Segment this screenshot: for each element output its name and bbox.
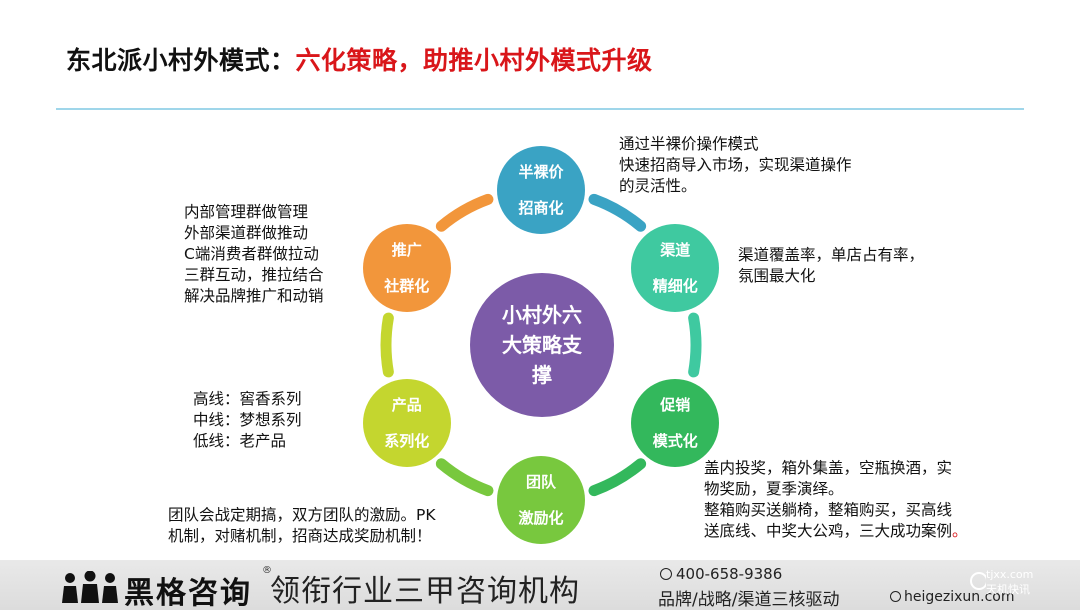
node-line1: 推广 [391,240,422,259]
watermark-text-2: 天机快讯 [986,583,1030,596]
center-circle: 小村外六大策略支撑 [470,273,614,417]
note-line: 渠道覆盖率，单店占有率， [738,246,925,264]
note-line: 三群互动，推拉结合 [184,266,324,284]
ring-arc-segment [435,193,494,232]
note-line-red-period: 。 [952,522,968,540]
note-line: 通过半裸价操作模式 [619,135,759,153]
title-divider [56,108,1024,110]
footer-website: heigezixun.com [890,589,1015,605]
footer-brand: 黑格咨询 [124,576,252,611]
node-team-incentive: 团队 激励化 [497,456,585,544]
note-line: 高线：窖香系列 [193,390,302,408]
node-promotion-community: 推广 社群化 [362,223,451,312]
note-line: 送底线、中奖大公鸡，三大成功案例 [704,522,953,540]
ring-arc-segment [588,458,647,497]
title-highlight: 六化策略，助推小村外模式升级 [295,46,653,75]
ring-arc-segment [380,312,394,378]
node-line1: 渠道 [660,240,691,259]
node-line2: 激励化 [518,509,564,527]
note-product: 高线：窖香系列 中线：梦想系列 低线：老产品 [193,389,302,452]
note-line: 解决品牌推广和动销 [184,287,324,305]
watermark-text-1: tjxx.com [986,568,1034,581]
node-line1: 半裸价 [518,163,564,181]
node-line2: 招商化 [518,199,564,217]
note-line: 的灵活性。 [619,177,697,195]
note-line: 中线：梦想系列 [193,411,302,429]
watermark: tjxx.com 天机快讯 [968,568,1033,598]
node-line1: 团队 [525,473,556,491]
page-title: 东北派小村外模式：六化策略，助推小村外模式升级 [66,41,653,77]
globe-icon [890,591,901,602]
footer-slogan: 领衔行业三甲咨询机构 [270,574,580,609]
watermark-logo-icon [970,572,988,590]
people-group-icon [62,571,118,603]
phone-number: 400-658-9386 [676,565,783,583]
center-text: 小村外六大策略支撑 [502,303,582,387]
note-line: 快速招商导入市场，实现渠道操作 [619,156,852,174]
note-line: 物奖励，夏季演绎。 [704,480,844,498]
note-line: 整箱购买送躺椅，整箱购买，买高线 [704,501,953,519]
note-line: 内部管理群做管理 [184,203,309,221]
note-promotion: 盖内投奖，箱外集盖，空瓶换酒，实 物奖励，夏季演绎。 整箱购买送躺椅，整箱购买，… [704,458,968,542]
node-line2: 系列化 [384,431,430,450]
footer-phone: 400-658-9386 [660,565,782,583]
node-line2: 社群化 [384,276,430,295]
note-team: 团队会战定期搞，双方团队的激励。PK 机制，对赌机制，招商达成奖励机制！ [168,505,436,547]
ring-arc-segment [688,312,702,378]
note-line: C端消费者群做拉动 [184,245,319,263]
phone-icon [660,568,672,580]
ring-arc-segment [588,193,647,232]
brand-registered-mark: ® [262,565,272,576]
cycle-ring [380,193,702,497]
node-product-series: 产品 系列化 [362,378,451,467]
footer-bar [0,560,1080,610]
node-line1: 促销 [660,395,691,414]
note-community: 内部管理群做管理 外部渠道群做推动 C端消费者群做拉动 三群互动，推拉结合 解决… [184,202,324,307]
node-line2: 模式化 [652,431,698,450]
note-line: 机制，对赌机制，招商达成奖励机制！ [168,527,432,545]
note-line: 团队会战定期搞，双方团队的激励。PK [168,506,436,524]
node-line2: 精细化 [652,276,698,295]
node-line1: 产品 [391,395,422,414]
note-line: 盖内投奖，箱外集盖，空瓶换酒，实 [704,459,953,477]
title-prefix: 东北派小村外模式： [66,46,296,75]
note-line: 氛围最大化 [738,267,816,285]
note-pricing: 通过半裸价操作模式 快速招商导入市场，实现渠道操作 的灵活性。 [619,134,852,197]
website-url: heigezixun.com [904,589,1015,605]
node-channel-refinement: 渠道 精细化 [631,223,720,312]
note-line: 低线：老产品 [193,432,287,450]
note-channel: 渠道覆盖率，单店占有率， 氛围最大化 [738,245,924,287]
node-pricing-recruitment: 半裸价 招商化 [497,146,585,234]
note-line: 外部渠道群做推动 [184,224,309,242]
ring-arc-segment [435,458,494,497]
node-promotion-modeling: 促销 模式化 [631,378,720,467]
footer-tagline: 品牌/战略/渠道三核驱动 [658,590,840,610]
